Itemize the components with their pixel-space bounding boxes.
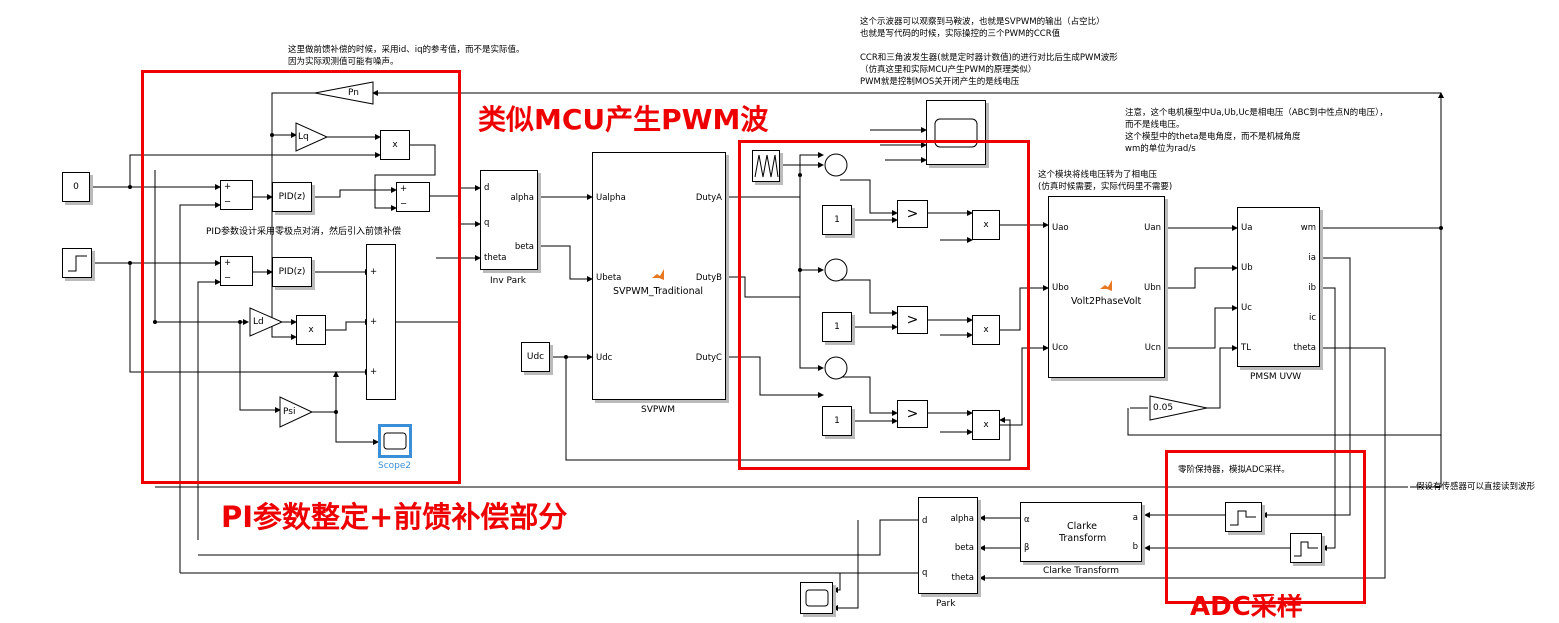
gain005-shape xyxy=(1149,395,1208,421)
park-label: Park xyxy=(936,599,956,609)
sum-circle-a xyxy=(824,153,848,177)
zoh-a-block[interactable] xyxy=(1225,502,1262,532)
const0-block[interactable]: 0 xyxy=(62,172,90,202)
sensor-note: 假设有传感器可以直接读到波形 xyxy=(1416,482,1536,492)
psi-gain-shape xyxy=(279,396,314,428)
pid-note: PID参数设计采用零极点对消，然后引入前馈补偿 xyxy=(206,227,402,237)
pwm-scope-block[interactable] xyxy=(926,100,986,165)
product-lq-block[interactable]: x xyxy=(380,130,410,160)
sum-iq-block[interactable]: +− xyxy=(220,180,253,210)
step-block[interactable] xyxy=(62,248,92,278)
const1-b-block[interactable]: 1 xyxy=(822,312,852,342)
pid-iq-block[interactable]: PID(z) xyxy=(272,182,312,212)
product-ld-block[interactable]: x xyxy=(296,315,326,345)
svpwm-label: SVPWM xyxy=(641,405,675,415)
clarke-label: Clarke Transform xyxy=(1043,566,1120,576)
inv-park-label: Inv Park xyxy=(490,276,526,286)
volt-note: 这个模块将线电压转为了相电压(仿真时候需要，实际代码里不需要) xyxy=(1038,170,1173,192)
ld-gain-shape xyxy=(249,307,284,337)
mcu-pwm-title: 类似MCU产生PWM波 xyxy=(478,103,769,136)
pi-tuning-title: PI参数整定+前馈补偿部分 xyxy=(221,500,568,534)
pn-label: Pn xyxy=(348,88,359,98)
sum-ud-block[interactable]: +− xyxy=(396,182,430,212)
product-a-block[interactable]: x xyxy=(972,210,1000,240)
matlab-icon xyxy=(652,269,664,280)
pn-gain-shape xyxy=(314,81,374,105)
triangle-wave-icon xyxy=(754,154,779,178)
dq-scope-block[interactable] xyxy=(800,582,833,614)
svpwm-block[interactable]: Ualpha Ubeta Udc DutyA DutyB DutyC SVPWM… xyxy=(592,152,726,400)
udc-block[interactable]: Udc xyxy=(521,342,550,372)
gain005-label: 0.05 xyxy=(1153,403,1174,413)
adc-note: 零阶保持器，模拟ADC采样。 xyxy=(1178,465,1290,475)
pi-note: 这里做前馈补偿的时候，采用id、iq的参考值，而不是实际值。因为实际观测值可能有… xyxy=(288,45,525,67)
scope2-block[interactable] xyxy=(378,424,412,458)
scope-note: 这个示波器可以观察到马鞍波，也就是SVPWM的输出（占空比）也就是写代码的时候，… xyxy=(860,17,1118,87)
inv-park-block[interactable]: d q theta alpha beta xyxy=(480,170,538,270)
product-b-block[interactable]: x xyxy=(972,315,1000,345)
mcu-pwm-region-box xyxy=(738,140,1030,470)
pi-region-box xyxy=(141,70,461,484)
step-icon xyxy=(68,255,87,272)
sum-circle-c xyxy=(824,356,848,380)
const1-a-block[interactable]: 1 xyxy=(822,205,852,235)
volt2phase-block[interactable]: Uao Ubo Uco Uan Ubn Ucn Volt2PhaseVolt xyxy=(1048,196,1165,378)
clarke-block[interactable]: α β a b Clarke Transform xyxy=(1020,502,1142,562)
pid-id-block[interactable]: PID(z) xyxy=(272,257,312,287)
adc-title: ADC采样 xyxy=(1190,594,1303,622)
scope-icon xyxy=(383,432,407,450)
park-block[interactable]: d q alpha beta theta xyxy=(918,497,978,594)
psi-label: Psi xyxy=(283,407,296,417)
scope2-label: Scope2 xyxy=(378,461,412,471)
sum-circle-b xyxy=(824,258,848,282)
lq-label: Lq xyxy=(298,132,309,142)
zoh-b-block[interactable] xyxy=(1290,533,1322,563)
adc-region-box xyxy=(1165,450,1366,604)
pmsm-block[interactable]: Ua Ub Uc TL wm ia ib ic theta xyxy=(1237,207,1320,367)
compare-b-block[interactable]: > xyxy=(897,306,928,334)
sum-id-block[interactable]: +− xyxy=(220,256,253,286)
compare-c-block[interactable]: > xyxy=(897,400,928,428)
const1-c-block[interactable]: 1 xyxy=(822,406,852,436)
lq-gain-shape xyxy=(295,122,329,152)
pmsm-label: PMSM UVW xyxy=(1250,372,1302,382)
scope-icon xyxy=(934,118,978,147)
triangle-generator-block[interactable] xyxy=(752,150,780,182)
product-c-block[interactable]: x xyxy=(972,410,1000,440)
motor-note: 注意，这个电机模型中Ua,Ub,Uc是相电压（ABC到中性点N的电压），而不是线… xyxy=(1125,108,1388,154)
scope-icon xyxy=(805,589,828,607)
ld-label: Ld xyxy=(253,317,264,327)
compare-a-block[interactable]: > xyxy=(897,200,928,228)
zoh-icon xyxy=(1294,541,1318,557)
sum-uq-block[interactable]: + + + xyxy=(366,244,396,400)
matlab-icon xyxy=(1100,280,1112,291)
zoh-icon xyxy=(1230,510,1256,526)
